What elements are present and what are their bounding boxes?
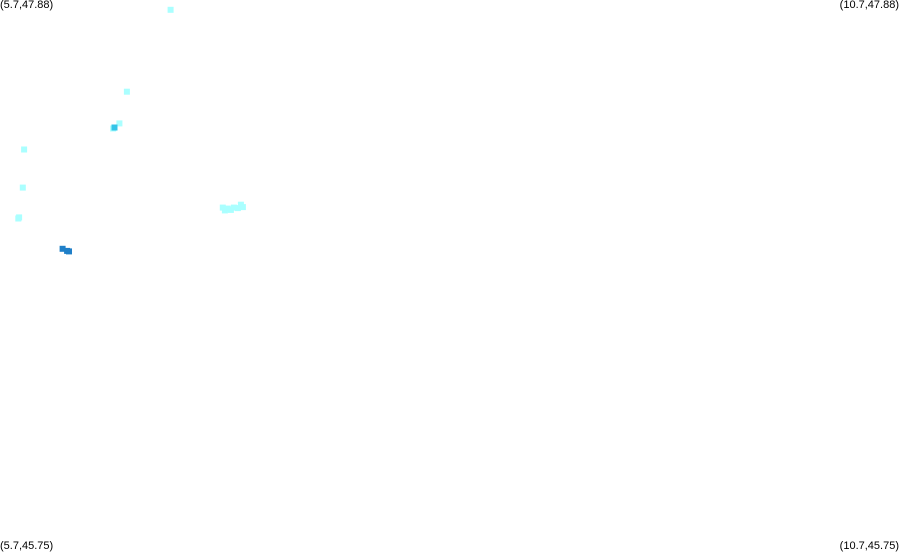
map-point [59, 245, 66, 252]
map-point [234, 205, 241, 212]
corner-label-top-right: (10.7,47.88) [839, 0, 899, 11]
map-point [21, 146, 28, 153]
map-point [116, 120, 123, 127]
map-point [230, 204, 237, 211]
map-point [224, 205, 231, 212]
corner-label-bottom-right: (10.7,45.75) [839, 540, 899, 552]
map-point [66, 248, 72, 255]
map-point [167, 6, 174, 13]
corner-label-top-left: (5.7,47.88) [0, 0, 54, 11]
map-point [123, 88, 130, 95]
corner-label-bottom-left: (5.7,45.75) [0, 540, 54, 552]
map-point [15, 215, 22, 222]
map-point [111, 124, 118, 131]
map-point [19, 184, 26, 191]
map-point [239, 204, 246, 211]
